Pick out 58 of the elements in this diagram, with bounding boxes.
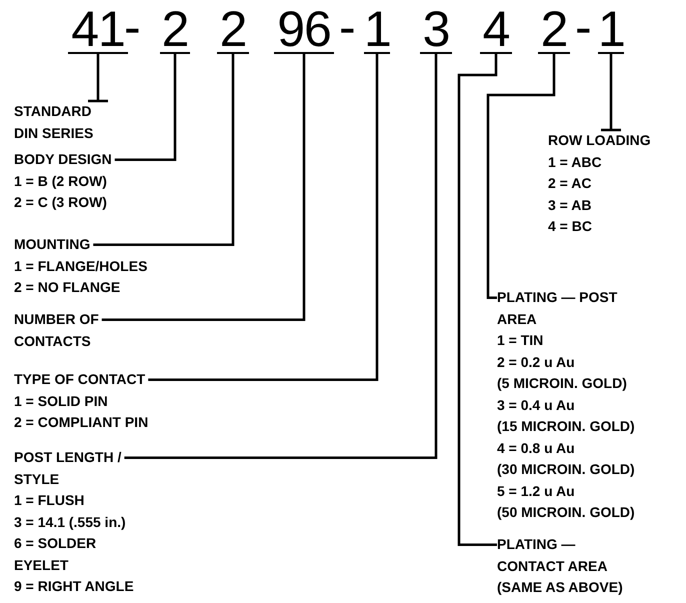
leader-line <box>148 54 378 381</box>
option-text: 4 = 0.8 u Au <box>497 438 575 458</box>
option-text: (30 MICROIN. GOLD) <box>497 460 635 479</box>
code-segment: 1 <box>364 6 390 54</box>
option-text: EYELET <box>14 556 68 574</box>
option-text: 3 = 14.1 (.555 in.) <box>14 512 126 532</box>
option-text: (50 MICROIN. GOLD) <box>497 503 635 522</box>
field-heading: TYPE OF CONTACT <box>14 370 146 389</box>
option-text: 2 = AC <box>548 174 592 193</box>
field-heading: ROW LOADING <box>548 131 651 150</box>
field-heading: POST LENGTH / <box>14 448 122 467</box>
leader-line <box>86 54 110 102</box>
option-text: (5 MICROIN. GOLD) <box>497 374 627 393</box>
leader-line <box>458 54 498 546</box>
leader-line <box>486 54 556 299</box>
field-heading: BODY DESIGN <box>14 150 112 169</box>
code-segment: 2 <box>217 6 249 54</box>
option-text: DIN SERIES <box>14 124 94 142</box>
field-heading: PLATING — <box>497 535 576 554</box>
option-text: 5 = 1.2 u Au <box>497 482 575 500</box>
option-text: 1 = SOLID PIN <box>14 392 108 410</box>
option-text: 2 = C (3 ROW) <box>14 193 107 212</box>
option-text: CONTACTS <box>14 332 91 350</box>
separator-dash: - <box>339 4 356 50</box>
option-text: (15 MICROIN. GOLD) <box>497 417 635 436</box>
option-text: 1 = FLANGE/HOLES <box>14 256 148 276</box>
option-text: 4 = BC <box>548 217 592 236</box>
field-heading: NUMBER OF <box>14 310 99 329</box>
field-heading: STANDARD <box>14 102 92 121</box>
leader-line <box>93 54 234 246</box>
code-segment: 3 <box>420 6 452 54</box>
option-text: 1 = TIN <box>497 331 544 350</box>
option-text: 1 = B (2 ROW) <box>14 172 107 191</box>
option-text: 9 = RIGHT ANGLE <box>14 577 134 596</box>
option-text: (SAME AS ABOVE) <box>497 578 623 597</box>
code-segment: 2 <box>538 6 570 54</box>
leader-line <box>114 54 176 161</box>
leader-line <box>600 54 622 132</box>
code-segment: 1 <box>598 6 624 54</box>
field-heading: PLATING — POST <box>497 288 618 307</box>
option-text: 6 = SOLDER <box>14 534 96 553</box>
option-text: CONTACT AREA <box>497 556 608 576</box>
option-text: AREA <box>497 310 537 328</box>
code-segment: 96 <box>274 6 334 54</box>
option-text: 1 = ABC <box>548 152 602 172</box>
separator-dash: - <box>575 4 592 50</box>
option-text: 1 = FLUSH <box>14 491 84 510</box>
option-text: 3 = AB <box>548 196 592 214</box>
code-segment: 2 <box>160 6 190 54</box>
leader-line <box>124 54 438 459</box>
option-text: 2 = COMPLIANT PIN <box>14 413 148 432</box>
leader-line <box>102 54 306 321</box>
option-text: 2 = NO FLANGE <box>14 278 120 297</box>
field-heading: MOUNTING <box>14 235 90 254</box>
option-text: 3 = 0.4 u Au <box>497 396 575 414</box>
option-text: 2 = 0.2 u Au <box>497 352 575 372</box>
code-segment: 4 <box>480 6 512 54</box>
option-text: STYLE <box>14 470 60 488</box>
